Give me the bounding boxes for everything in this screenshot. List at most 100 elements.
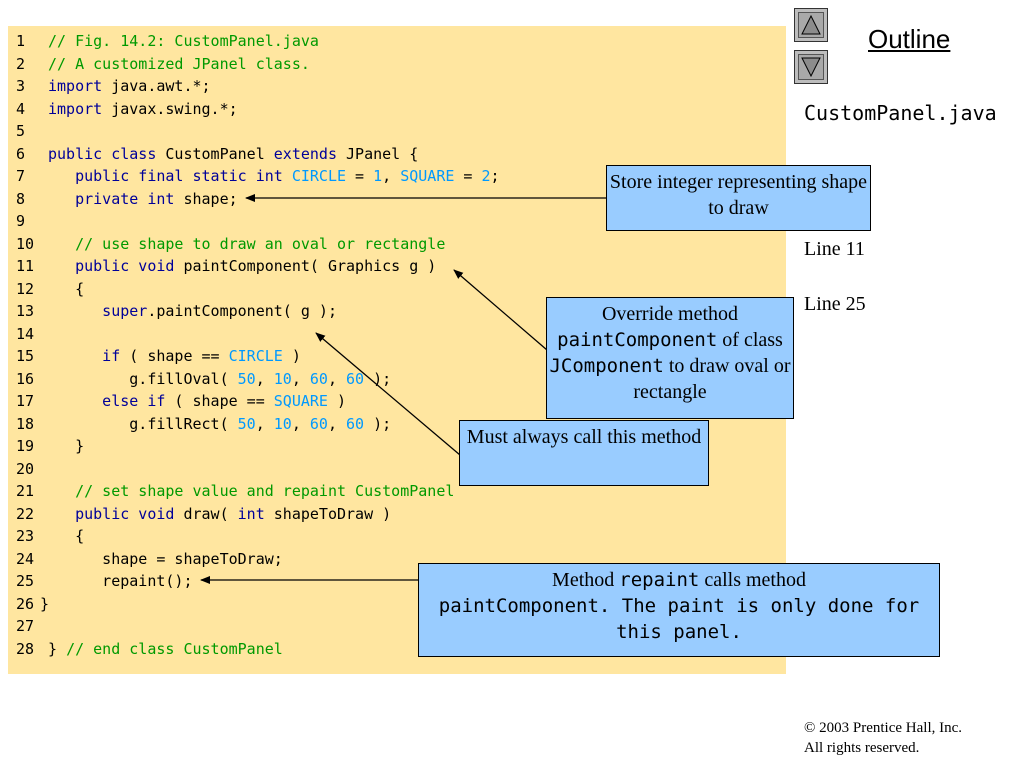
code-token: // Fig. 14.2: CustomPanel.java <box>48 32 319 50</box>
code-token: java.awt.*; <box>102 77 211 95</box>
callout-repaint-code-2: paintComponent. The paint is only done f… <box>438 595 920 643</box>
code-token: super <box>48 302 148 320</box>
code-line: 5 <box>16 120 48 142</box>
code-line: 13 super.paintComponent( g ); <box>16 300 337 322</box>
code-line: 10 // use shape to draw an oval or recta… <box>16 233 445 255</box>
copyright-line-2: All rights reserved. <box>804 740 920 756</box>
triangle-down-icon <box>801 57 821 77</box>
code-token: public final static int <box>48 167 283 185</box>
code-token: private int <box>48 189 175 208</box>
line-ref-11: Line 11 <box>804 238 865 260</box>
code-token: // use shape to draw an oval or rectangl… <box>48 234 446 253</box>
previous-slide-button[interactable] <box>794 8 828 42</box>
line-number: 8 <box>16 189 26 208</box>
line-number: 21 <box>16 482 35 500</box>
code-token: public void <box>48 257 175 275</box>
code-token: 2 <box>481 167 491 185</box>
arrow-override-to-line11 <box>453 269 548 351</box>
code-token: 10 <box>273 414 292 433</box>
code-token: , <box>327 414 347 433</box>
code-line: 26} <box>16 593 49 615</box>
code-line: 9 <box>16 210 48 232</box>
callout-store-text: Store integer representing shape to draw <box>609 171 868 219</box>
line-number: 2 <box>16 54 26 73</box>
code-token: { <box>48 527 85 545</box>
line-number: 6 <box>16 144 26 163</box>
code-token: shapeToDraw ) <box>264 504 392 523</box>
callout-store-shape: Store integer representing shape to draw <box>606 165 871 231</box>
code-token: } <box>40 594 50 613</box>
code-token: javax.swing.*; <box>102 99 238 118</box>
code-token: = <box>454 167 482 185</box>
line-number: 5 <box>16 122 26 140</box>
arrow-must-to-line13 <box>315 332 461 456</box>
code-token: ) <box>327 392 347 410</box>
code-line: 22 public void draw( int shapeToDraw ) <box>16 503 391 525</box>
code-token: } <box>48 639 67 658</box>
callout-repaint: Method repaint calls method paintCompone… <box>418 563 940 657</box>
code-token: public class <box>48 144 157 163</box>
line-number: 9 <box>16 212 26 230</box>
code-line: 1// Fig. 14.2: CustomPanel.java <box>16 30 319 52</box>
code-token: = <box>346 167 374 185</box>
line-number: 7 <box>16 167 26 185</box>
line-number: 28 <box>16 639 35 658</box>
code-line: 12 { <box>16 278 84 300</box>
callout-override-code-2: JComponent <box>549 355 664 377</box>
code-line: 17 else if ( shape == SQUARE ) <box>16 390 346 412</box>
code-token: shape = shapeToDraw; <box>48 549 283 568</box>
code-line: 20 <box>16 458 48 480</box>
code-token: , <box>291 369 310 388</box>
code-token: .paintComponent( g ); <box>147 302 337 320</box>
code-token: shape; <box>174 189 238 208</box>
callout-must-call: Must always call this method <box>459 420 709 486</box>
callout-repaint-text-2: calls method <box>699 569 806 591</box>
code-token: , <box>327 369 347 388</box>
callout-override-text-3: to draw oval or rectangle <box>633 355 791 403</box>
code-token: SQUARE <box>400 167 455 185</box>
outline-link[interactable]: Outline <box>868 24 951 54</box>
code-token: ); <box>364 369 392 388</box>
callout-override-text-2: of class <box>717 329 783 351</box>
code-token: public void <box>48 504 175 523</box>
line-number: 22 <box>16 504 35 523</box>
callout-must-text: Must always call this method <box>466 426 702 448</box>
code-token: repaint(); <box>48 572 193 590</box>
line-number: 16 <box>16 369 35 388</box>
code-token: CIRCLE <box>291 167 347 185</box>
code-token: 1 <box>373 167 383 185</box>
code-token: ) <box>282 347 301 365</box>
next-slide-button[interactable] <box>794 50 828 84</box>
code-token: , <box>382 167 401 185</box>
code-token: g.fillRect( <box>48 414 238 433</box>
code-token: 60 <box>309 414 328 433</box>
code-token: import <box>48 77 103 95</box>
code-token: ); <box>364 414 392 433</box>
code-line: 19 } <box>16 435 84 457</box>
line-ref-25: Line 25 <box>804 293 866 315</box>
line-number: 12 <box>16 279 35 298</box>
line-number: 15 <box>16 347 35 365</box>
code-token: draw( <box>174 504 238 523</box>
code-token: 60 <box>309 369 328 388</box>
code-line: 27 <box>16 615 48 637</box>
code-token: 60 <box>346 369 365 388</box>
code-token: , <box>255 414 274 433</box>
callout-override-method: Override method paintComponent of class … <box>546 297 794 419</box>
line-number: 14 <box>16 324 35 343</box>
code-line: 14 <box>16 323 48 345</box>
code-line: 24 shape = shapeToDraw; <box>16 548 283 570</box>
code-token: // end class CustomPanel <box>66 639 283 658</box>
code-token: 10 <box>273 369 292 388</box>
code-token: JPanel { <box>337 144 419 163</box>
code-token: ; <box>490 167 500 185</box>
code-token: , <box>291 414 310 433</box>
copyright-line-1: © 2003 Prentice Hall, Inc. <box>804 720 963 736</box>
line-number: 11 <box>16 257 35 275</box>
code-token: int <box>237 504 265 523</box>
code-token: extends <box>273 144 337 163</box>
